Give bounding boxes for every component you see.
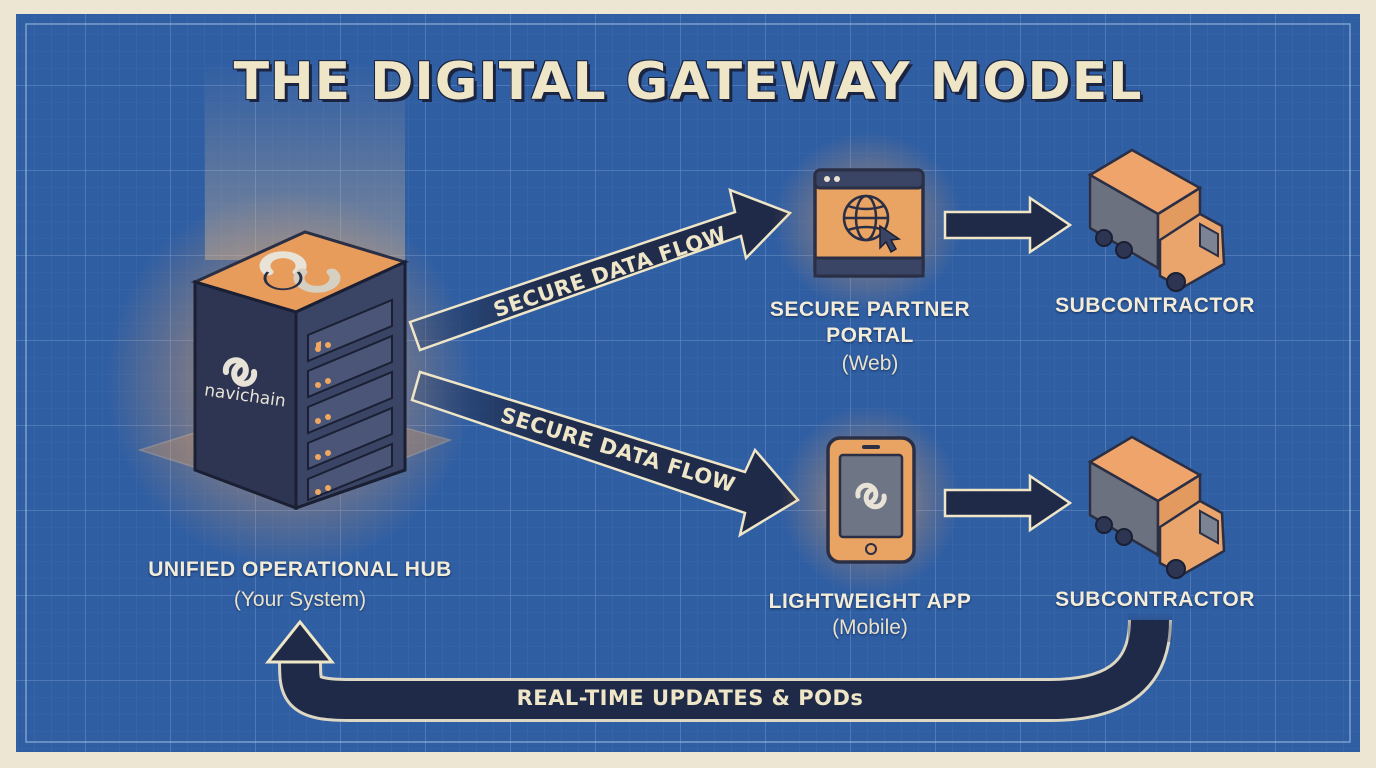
hub-top-logo-icon — [259, 251, 341, 293]
hub-server-icon — [190, 230, 410, 511]
top-flow-arrow — [408, 187, 793, 352]
app-sublabel: (Mobile) — [832, 616, 908, 639]
return-flow-label: REAL-TIME UPDATES & PODs — [516, 686, 864, 710]
truck-icon-bottom — [1087, 435, 1226, 579]
portal-label-line2: PORTAL — [826, 324, 914, 347]
cursor-icon — [879, 224, 902, 254]
subcontractor-bottom-label: SUBCONTRACTOR — [1055, 588, 1255, 611]
bottom-flow-arrow — [410, 370, 800, 538]
web-portal-icon — [813, 168, 925, 278]
subcontractor-top-label: SUBCONTRACTOR — [1055, 294, 1255, 317]
portal-to-sub-arrow — [943, 195, 1073, 255]
portal-sublabel: (Web) — [841, 352, 899, 375]
app-label: LIGHTWEIGHT APP — [768, 590, 972, 613]
truck-icon-top — [1087, 148, 1226, 292]
return-updates-arrow — [264, 612, 1172, 722]
hub-sublabel: (Your System) — [233, 588, 367, 611]
mobile-app-icon — [826, 436, 916, 564]
portal-label-line1: SECURE PARTNER — [769, 298, 971, 321]
board-border — [25, 23, 1351, 743]
app-logo-icon — [855, 482, 887, 510]
hub-label: UNIFIED OPERATIONAL HUB — [148, 558, 452, 581]
diagram-title: THE DIGITAL GATEWAY MODEL — [233, 52, 1143, 112]
navichain-logo-icon — [222, 357, 258, 387]
app-to-sub-arrow — [943, 473, 1073, 533]
